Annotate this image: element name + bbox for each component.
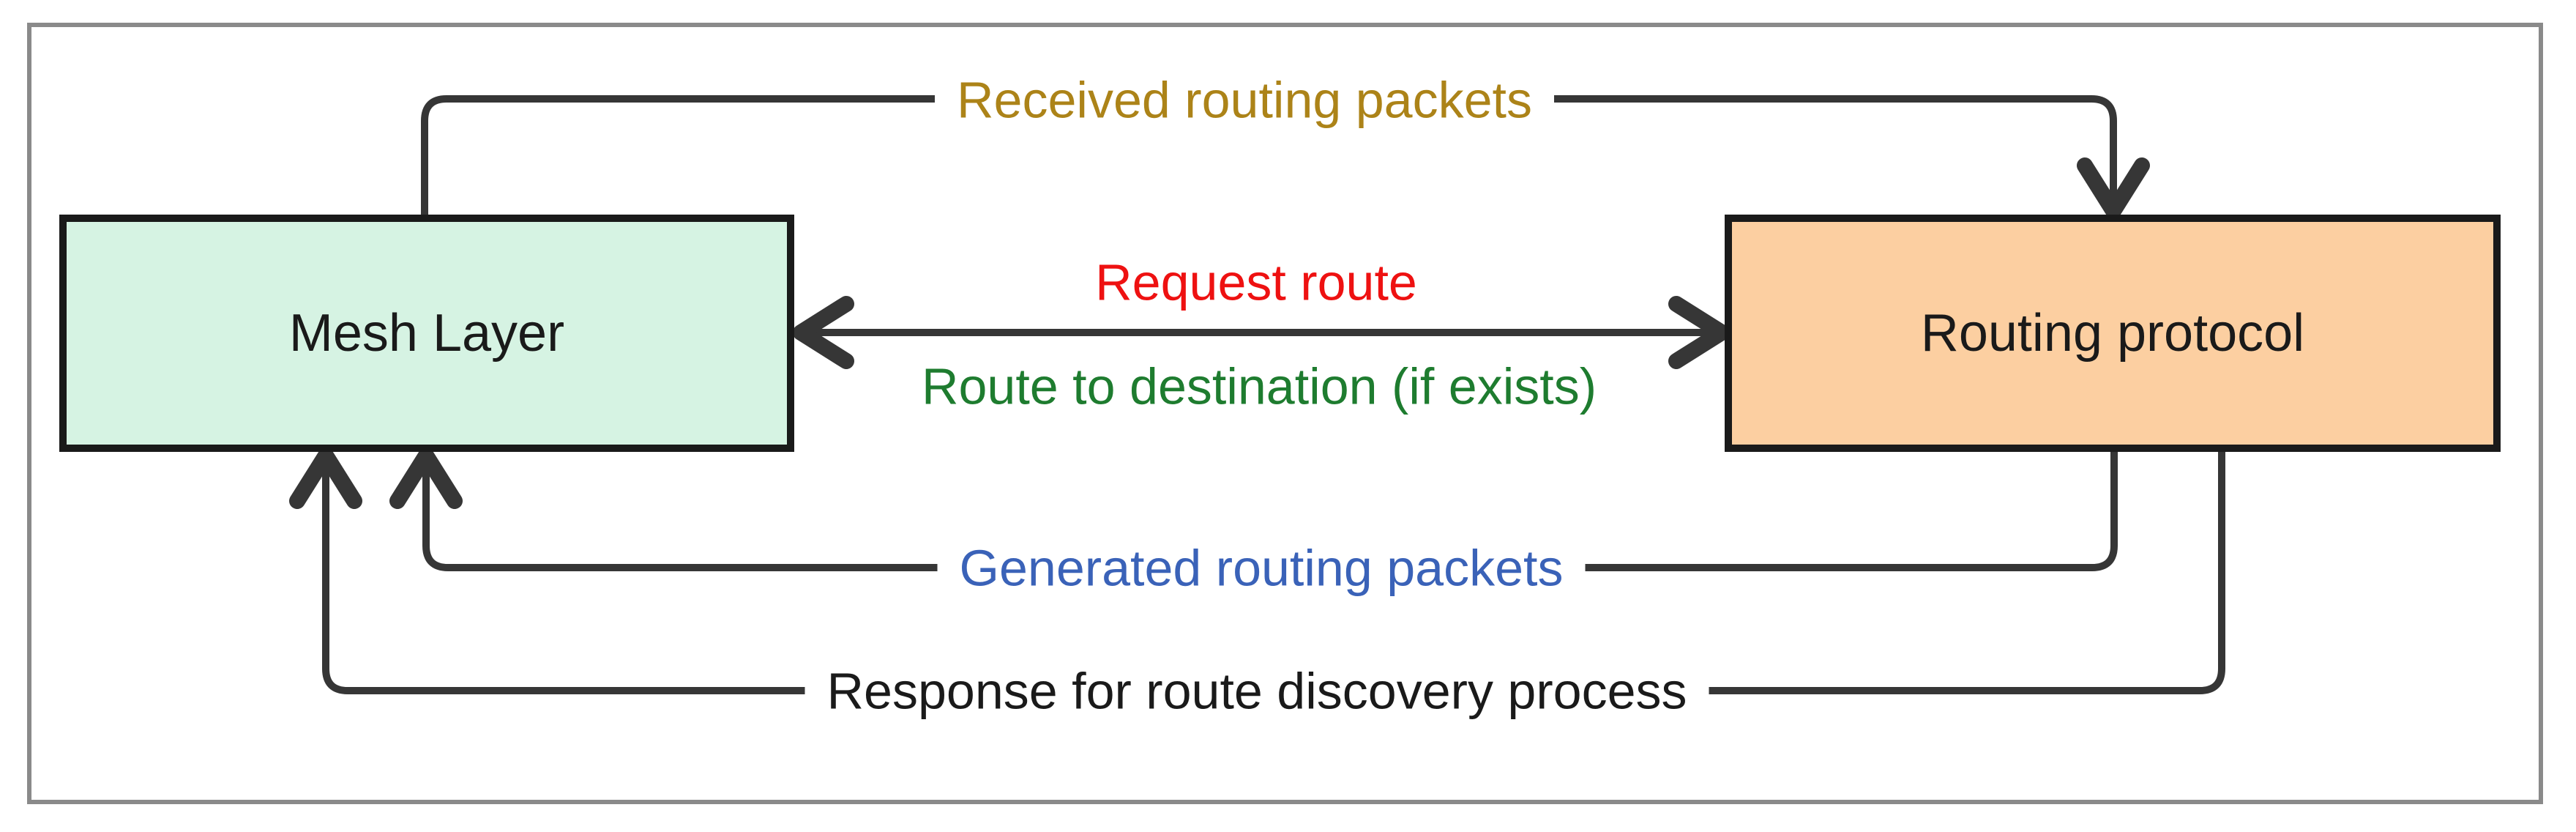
edge-label-response-route-discovery: Response for route discovery process (804, 663, 1709, 720)
arrowhead-up-icon (389, 447, 463, 509)
arrowhead-down-icon (2077, 157, 2150, 219)
outer-frame (27, 23, 2543, 804)
edge-label-received-routing-packets: Received routing packets (935, 72, 1554, 129)
node-routing-protocol-label: Routing protocol (1920, 304, 2305, 363)
node-mesh-layer: Mesh Layer (59, 215, 794, 452)
edge-label-request-route: Request route (1095, 253, 1417, 311)
node-routing-protocol: Routing protocol (1725, 215, 2501, 452)
node-mesh-layer-label: Mesh Layer (288, 304, 565, 363)
edge-label-generated-routing-packets: Generated routing packets (937, 540, 1586, 597)
arrowhead-up-icon (289, 447, 362, 509)
edge-label-route-to-destination: Route to destination (if exists) (921, 357, 1597, 415)
arrowhead-right-icon (1668, 296, 1730, 369)
arrowhead-left-icon (793, 296, 854, 369)
